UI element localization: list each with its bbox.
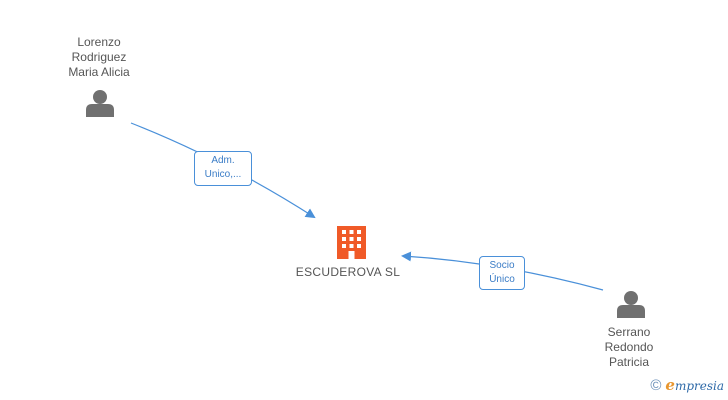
person-name-serrano-redondo[interactable]: Serrano Redondo Patricia bbox=[569, 325, 689, 370]
relationship-label-socio[interactable]: Socio Único bbox=[479, 256, 525, 290]
person-icon[interactable] bbox=[86, 90, 114, 117]
relationship-label-admin[interactable]: Adm. Unico,... bbox=[194, 151, 252, 186]
person-name-line: Redondo bbox=[604, 340, 654, 354]
brand-logo-rest: mpresia bbox=[674, 379, 724, 393]
relationship-label-line: Adm. bbox=[211, 155, 235, 166]
brand-watermark[interactable]: © empresia bbox=[650, 376, 724, 394]
person-name-line: Patricia bbox=[608, 355, 649, 369]
building-icon[interactable] bbox=[337, 226, 366, 259]
person-name-lorenzo-rodriguez[interactable]: Lorenzo Rodriguez Maria Alicia bbox=[39, 35, 159, 80]
person-name-line: Serrano bbox=[607, 325, 651, 339]
person-name-line: Lorenzo bbox=[77, 35, 121, 49]
person-icon[interactable] bbox=[617, 291, 645, 318]
relationship-label-line: Único bbox=[489, 274, 515, 285]
person-name-line: Rodriguez bbox=[71, 50, 127, 64]
company-name[interactable]: ESCUDEROVA SL bbox=[295, 265, 401, 279]
person-name-line: Maria Alicia bbox=[68, 65, 130, 79]
brand-logo: empresia bbox=[665, 376, 724, 394]
relationship-label-line: Unico,... bbox=[204, 169, 242, 180]
copyright-icon: © bbox=[650, 376, 662, 394]
brand-logo-initial: e bbox=[665, 376, 675, 394]
relationship-label-line: Socio bbox=[489, 260, 515, 271]
